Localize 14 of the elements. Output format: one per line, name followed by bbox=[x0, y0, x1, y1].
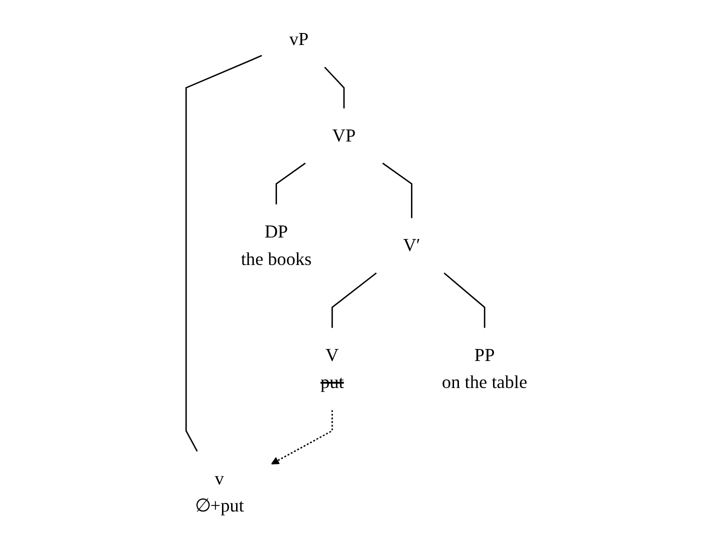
node-text: DP the books bbox=[240, 222, 312, 270]
connector bbox=[382, 162, 412, 218]
connector bbox=[185, 54, 262, 452]
node-text: VP bbox=[332, 126, 356, 146]
node-text: PP on the table bbox=[442, 345, 528, 393]
node-text: vP bbox=[289, 30, 309, 50]
node-text: V put bbox=[320, 345, 344, 393]
connector bbox=[444, 272, 486, 328]
connector bbox=[324, 66, 345, 108]
connector bbox=[331, 272, 377, 328]
node-text: v ∅+put bbox=[194, 468, 244, 516]
arrow bbox=[271, 410, 333, 464]
connector bbox=[276, 162, 306, 204]
node-text: V′ bbox=[403, 235, 420, 256]
